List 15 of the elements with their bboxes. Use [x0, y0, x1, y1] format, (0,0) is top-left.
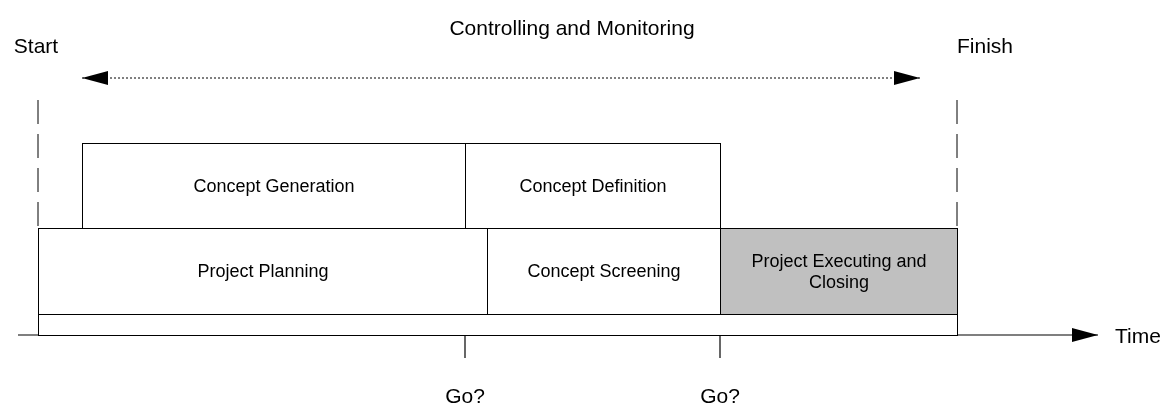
- phase-box: [465, 143, 721, 229]
- phase-label: Project Executing and Closing: [750, 250, 928, 293]
- phase-label: Concept Definition: [519, 175, 667, 197]
- phase-label: Concept Screening: [527, 261, 681, 282]
- empty-bar: [38, 314, 958, 336]
- phase-label: Project Planning: [197, 261, 329, 282]
- phase-box: [82, 143, 466, 229]
- phase-label: Concept Generation: [193, 175, 355, 197]
- process-title: Controlling and Monitoring: [449, 16, 695, 40]
- finish-label: Finish: [957, 34, 1013, 58]
- decision-label: Go?: [445, 384, 485, 408]
- phase-box: [720, 228, 958, 315]
- decision-label: Go?: [700, 384, 740, 408]
- start-label: Start: [13, 34, 59, 58]
- axis-label: Time: [1115, 324, 1161, 348]
